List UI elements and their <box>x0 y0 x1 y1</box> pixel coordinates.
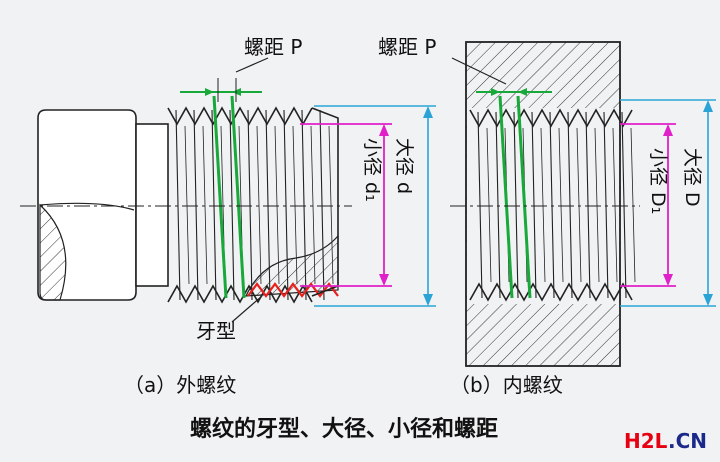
head-section-cutaway <box>39 203 67 301</box>
pitch-label-a: 螺距 P <box>244 35 302 59</box>
internal-thread-figure <box>450 41 716 367</box>
watermark-cn: .CN <box>668 429 707 453</box>
bolt-neck <box>135 123 169 287</box>
pitch-line-left <box>212 95 228 299</box>
pitch-line-right <box>230 95 246 299</box>
caption-a: （a）外螺纹 <box>124 373 236 397</box>
minor-diameter-int-label: 小径 D₁ <box>647 148 669 214</box>
figure-title: 螺纹的牙型、大径、小径和螺距 <box>190 416 498 442</box>
thread-form-label: 牙型 <box>196 319 236 343</box>
internal-thread-body <box>469 108 636 302</box>
thread-section-cutaway <box>245 234 339 297</box>
external-thread-body <box>167 106 334 304</box>
major-diameter-ext-label: 大径 d <box>393 138 415 194</box>
external-thread-figure <box>20 57 436 323</box>
pitch-line-left-b <box>498 95 514 299</box>
major-diameter-int-label: 大径 D <box>681 148 703 207</box>
caption-b: （b）内螺纹 <box>450 373 563 397</box>
watermark-h2l: H2L <box>624 429 668 453</box>
minor-diameter-ext-label: 小径 d₁ <box>361 138 383 202</box>
pitch-label-b: 螺距 P <box>378 35 436 59</box>
pitch-line-right-b <box>516 95 532 299</box>
